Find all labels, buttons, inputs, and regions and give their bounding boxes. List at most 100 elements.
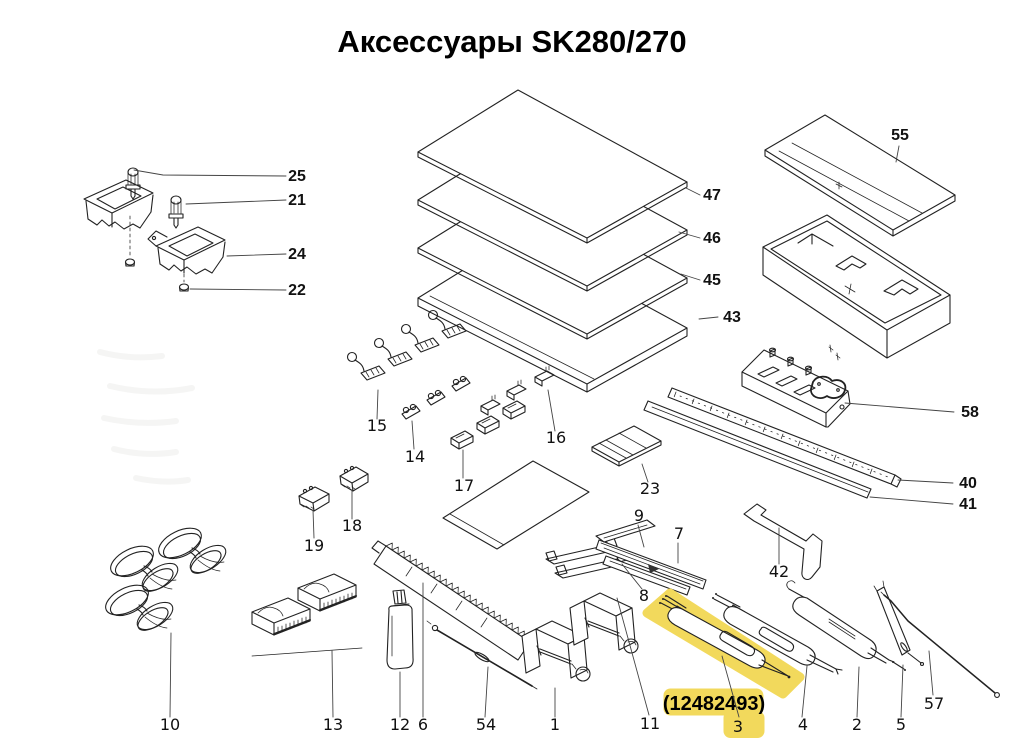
part-16-drawing: [480, 365, 555, 416]
part-54-leader: [484, 666, 489, 718]
part-label-18: 18: [342, 516, 362, 535]
part-40-leader: [897, 479, 954, 484]
part-57-drawing: [880, 591, 1000, 698]
highlight-code-box: [663, 688, 764, 716]
part-label-11: 11: [640, 714, 660, 733]
part-12-drawing: [386, 589, 414, 670]
part-25-leader: [133, 169, 287, 177]
part-43-leader: [698, 316, 719, 320]
part-9-leader: [637, 524, 645, 548]
part-label-55: 55: [891, 127, 909, 144]
part-13-leader: [331, 650, 334, 718]
part-label-42: 42: [769, 562, 789, 581]
part-3-drawing: [659, 595, 791, 679]
part-55-drawing: [762, 114, 956, 361]
page-title: Аксессуары SK280/270: [337, 24, 686, 59]
part-label-43: 43: [723, 309, 741, 326]
highlight-part-code: (12482493): [663, 693, 765, 715]
part-label-46: 46: [703, 230, 721, 247]
part-42-drawing: [743, 503, 823, 581]
part-55-leader: [895, 145, 900, 163]
part-23-drawing: [591, 425, 662, 467]
part-10-leader: [169, 632, 172, 718]
part-2-drawing: [786, 580, 906, 671]
part-label-23: 23: [640, 479, 660, 498]
part-11-leader: [616, 597, 650, 716]
part-label-5: 5: [896, 715, 906, 734]
part-label-6: 6: [418, 715, 428, 734]
part-label-47: 47: [703, 187, 721, 204]
part-label-1: 1: [550, 715, 560, 734]
part-label-13: 13: [323, 715, 343, 734]
part-label-9: 9: [634, 506, 644, 525]
part-22-leader: [189, 288, 287, 291]
part-label-7: 7: [674, 524, 684, 543]
part-16-leader: [547, 389, 556, 432]
part-23-leader: [641, 463, 649, 483]
part-8-drawing: [602, 555, 691, 596]
highlight-tab-box: [723, 711, 765, 738]
part-label-25: 25: [288, 168, 306, 185]
part-label-4: 4: [798, 715, 808, 734]
part-15-drawing: [346, 309, 467, 381]
part-19-drawing: [298, 485, 330, 512]
part-9-drawing: [595, 519, 656, 543]
part-label-21: 21: [288, 192, 306, 209]
part-label-17: 17: [454, 476, 474, 495]
part-24-leader: [226, 253, 287, 257]
part-number-labels: 25 21 24 22 47 46 45 43 55 58 40 41 15 1…: [160, 127, 979, 736]
part-label-15: 15: [367, 416, 387, 435]
part-label-24: 24: [288, 246, 306, 263]
part-label-16: 16: [546, 428, 566, 447]
part-label-14: 14: [405, 447, 425, 466]
part-15-leader: [376, 389, 379, 420]
part-40-drawing: [667, 387, 902, 488]
part-17-drawing: [450, 400, 526, 450]
part-1-drawing: [521, 620, 591, 682]
part-46-leader: [678, 231, 701, 239]
part-47-leader: [685, 187, 701, 196]
part-7-drawing: [595, 539, 707, 590]
part-21-leader: [185, 199, 287, 205]
part-58-drawing: [741, 347, 851, 428]
part-2-leader: [856, 666, 860, 718]
highlight-code-callout[interactable]: (12482493): [663, 688, 765, 739]
part-label-3: 3: [733, 717, 743, 736]
part-label-2: 2: [852, 715, 862, 734]
part-3-leader: [721, 655, 740, 718]
part-14-leader: [411, 420, 415, 450]
part-label-57: 57: [924, 694, 944, 713]
leader-lines: [133, 145, 955, 718]
part-19-leader: [312, 509, 315, 539]
part-label-12: 12: [390, 715, 410, 734]
part-6-drawing: [371, 540, 540, 661]
part-57-leader: [928, 650, 934, 696]
tension-unit-assembly-drawing: [83, 167, 226, 292]
part-54-drawing: [426, 620, 538, 690]
scan-bleed-artifact: [97, 349, 195, 485]
part-14-drawing: [401, 375, 471, 420]
part-45-leader: [680, 273, 701, 281]
part-18-drawing: [339, 465, 369, 492]
part-label-40: 40: [959, 475, 977, 492]
part-58-leader: [844, 402, 955, 413]
part-47-drawing: [417, 89, 688, 244]
part-label-41: 41: [959, 496, 977, 513]
part-label-45: 45: [703, 272, 721, 289]
part-5-leader: [900, 664, 904, 718]
part-4-leader: [801, 665, 808, 718]
part-8-leader: [621, 563, 643, 590]
part-label-8: 8: [639, 586, 649, 605]
part-label-22: 22: [288, 282, 306, 299]
part-label-19: 19: [304, 536, 324, 555]
part-label-58: 58: [961, 404, 979, 421]
part-5-drawing: [873, 580, 925, 667]
part-41-leader: [869, 496, 954, 505]
part-4-drawing: [712, 593, 843, 675]
part-label-54: 54: [476, 715, 496, 734]
part-label-10: 10: [160, 715, 180, 734]
part-41-drawing: [643, 400, 872, 499]
part-13-drawing: [251, 573, 363, 657]
